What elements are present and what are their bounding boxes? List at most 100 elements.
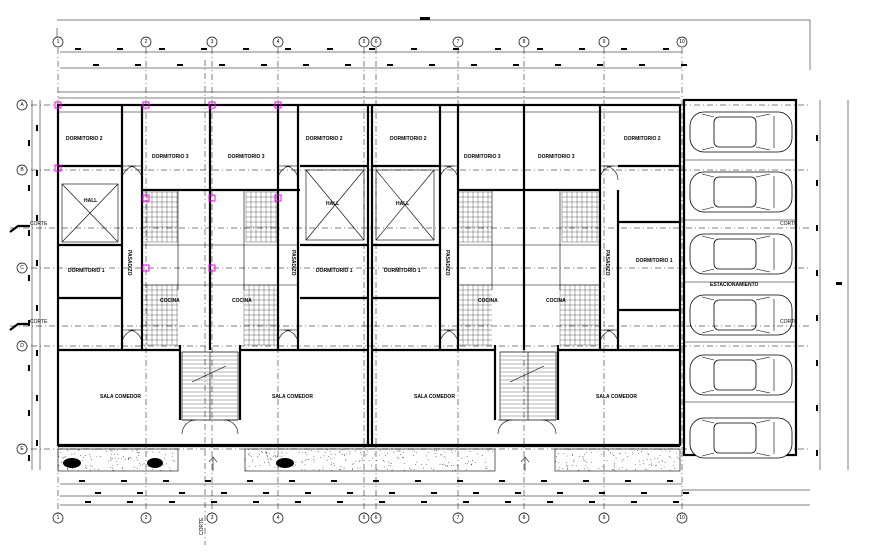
section-label-5: CORTE (199, 517, 205, 535)
axis-bubble-row-D: D (16, 340, 28, 352)
room-dormitorio-2-b: DORMITORIO 2 (306, 136, 343, 142)
room-hall-c: HALL (396, 201, 409, 207)
axis-label: 2 (145, 515, 148, 521)
axis-label: 7 (457, 39, 460, 45)
section-label-2: CORTE (30, 319, 48, 325)
axis-label: 9 (603, 515, 606, 521)
axis-label: 1 (57, 515, 60, 521)
room-dormitorio-2-c: DORMITORIO 2 (390, 136, 427, 142)
axis-label: 6 (375, 515, 378, 521)
axis-label: 4 (277, 515, 280, 521)
axis-bubble-col-6-top: 6 (370, 36, 382, 48)
room-labels: DORMITORIO 2 DORMITORIO 3 DORMITORIO 3 D… (66, 136, 759, 400)
axis-bubble-col-2-bottom: 2 (140, 512, 152, 524)
axis-label: 5 (363, 39, 366, 45)
room-pasadizo-c: PASADIZO (444, 250, 450, 276)
room-dormitorio-3-b: DORMITORIO 3 (228, 154, 265, 160)
axis-label: 1 (57, 39, 60, 45)
axis-label: 10 (679, 515, 685, 521)
axis-bubble-row-A: A (16, 99, 28, 111)
axis-label: 5 (363, 515, 366, 521)
room-hall-a: HALL (84, 198, 97, 204)
room-sala-comedor-d: SALA COMEDOR (596, 394, 637, 400)
room-pasadizo-a: PASADIZO (126, 250, 132, 276)
svg-text:B: B (20, 167, 24, 173)
room-sala-comedor-c: SALA COMEDOR (414, 394, 455, 400)
axis-bubble-row-B: B (16, 164, 28, 176)
car-6 (689, 417, 793, 459)
car-5 (689, 354, 793, 396)
axis-bubble-col-5-bottom: 5 (358, 512, 370, 524)
axis-bubble-col-9-top: 9 (598, 36, 610, 48)
svg-text:D: D (20, 343, 24, 349)
room-cocina-b: COCINA (232, 298, 252, 304)
svg-text:E: E (20, 446, 24, 452)
room-dormitorio-2-a: DORMITORIO 2 (66, 136, 103, 142)
door-swings (121, 165, 619, 435)
parking-area (682, 98, 798, 457)
axis-bubble-col-10-top: 10 (676, 36, 688, 48)
axis-label: 2 (145, 39, 148, 45)
axis-label: 6 (375, 39, 378, 45)
room-dormitorio-1-d: DORMITORIO 1 (636, 258, 673, 264)
section-label-3: CORTE (780, 221, 798, 227)
room-dormitorio-1-b: DORMITORIO 1 (316, 268, 353, 274)
svg-text:C: C (20, 265, 24, 271)
section-markers: CORTE CORTE CORTE CORTE CORTE (9, 60, 810, 545)
axis-bubble-col-9-bottom: 9 (598, 512, 610, 524)
axis-label: 8 (523, 39, 526, 45)
axis-label: 9 (603, 39, 606, 45)
hall-crossed-areas (61, 169, 435, 243)
axis-bubble-col-7-top: 7 (452, 36, 464, 48)
room-cocina-d: COCINA (546, 298, 566, 304)
room-dormitorio-1-a: DORMITORIO 1 (68, 268, 105, 274)
axis-bubble-col-8-bottom: 8 (518, 512, 530, 524)
axis-bubble-col-3-top: 3 (206, 36, 218, 48)
section-label-1: CORTE (30, 221, 48, 227)
axis-bubble-col-3-bottom: 3 (206, 512, 218, 524)
dimension-lines (31, 17, 849, 506)
axis-bubble-col-1-bottom: 1 (52, 512, 64, 524)
axis-label: 3 (211, 515, 214, 521)
column-markers (54, 101, 282, 272)
axis-bubble-col-7-bottom: 7 (452, 512, 464, 524)
svg-text:A: A (20, 102, 24, 108)
axis-label: 8 (523, 515, 526, 521)
garden-strip (57, 448, 681, 472)
axis-bubble-row-E: E (16, 443, 28, 455)
axis-bubble-row-C: C (16, 262, 28, 274)
room-sala-comedor-b: SALA COMEDOR (272, 394, 313, 400)
axis-bubble-col-10-bottom: 10 (676, 512, 688, 524)
room-dormitorio-3-d: DORMITORIO 3 (538, 154, 575, 160)
car-4 (689, 294, 793, 336)
room-cocina-a: COCINA (160, 298, 180, 304)
axis-bubble-col-6-bottom: 6 (370, 512, 382, 524)
axis-label: 7 (457, 515, 460, 521)
room-dormitorio-1-c: DORMITORIO 1 (384, 268, 421, 274)
axis-bubble-col-5-top: 5 (358, 36, 370, 48)
room-pasadizo-d: PASADIZO (604, 250, 610, 276)
car-3 (689, 233, 793, 275)
axis-bubble-col-4-bottom: 4 (272, 512, 284, 524)
room-cocina-c: COCINA (478, 298, 498, 304)
axis-label: 3 (211, 39, 214, 45)
room-pasadizo-b: PASADIZO (290, 250, 296, 276)
room-dormitorio-3-c: DORMITORIO 3 (464, 154, 501, 160)
kitchen-tiles (141, 191, 601, 346)
axis-label: 4 (277, 39, 280, 45)
room-sala-comedor-a: SALA COMEDOR (100, 394, 141, 400)
staircases (181, 351, 557, 421)
parked-cars (689, 111, 793, 459)
room-hall-b: HALL (326, 201, 339, 207)
car-2 (689, 171, 793, 213)
axis-bubble-col-8-top: 8 (518, 36, 530, 48)
axis-bubble-col-1-top: 1 (52, 36, 64, 48)
axis-bubble-col-2-top: 2 (140, 36, 152, 48)
room-dormitorio-2-d: DORMITORIO 2 (624, 136, 661, 142)
room-dormitorio-3-a: DORMITORIO 3 (152, 154, 189, 160)
dimension-ticks (28, 48, 818, 503)
car-1 (689, 111, 793, 153)
room-estacionamiento: ESTACIONAMIENTO (710, 282, 759, 288)
